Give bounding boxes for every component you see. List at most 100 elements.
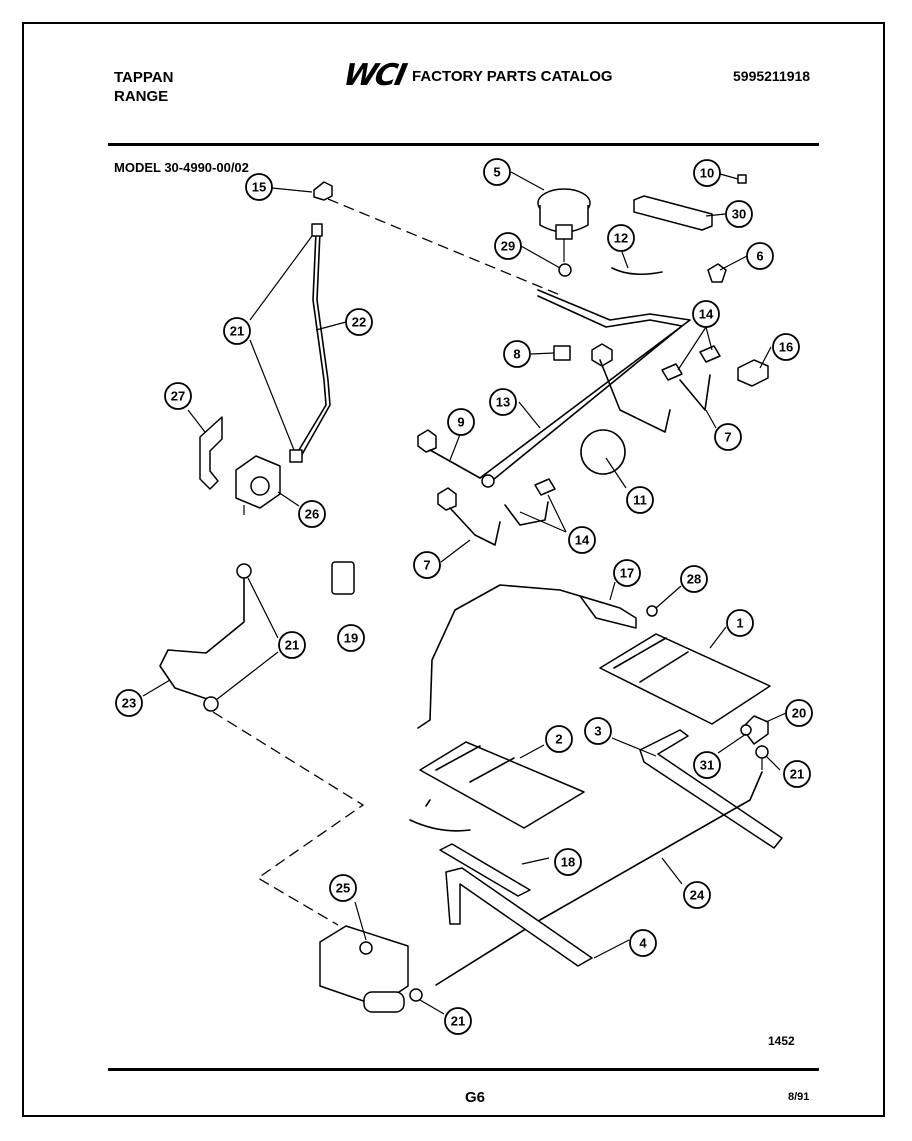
callout: 21 xyxy=(223,317,251,345)
callout: 24 xyxy=(683,881,711,909)
svg-text:21: 21 xyxy=(790,767,804,782)
svg-text:17: 17 xyxy=(620,566,634,581)
callout: 22 xyxy=(345,308,373,336)
part-25-valve-assembly xyxy=(319,925,409,1007)
svg-text:1: 1 xyxy=(736,616,743,631)
svg-text:19: 19 xyxy=(344,631,358,646)
callout: 9 xyxy=(447,408,475,436)
svg-text:28: 28 xyxy=(687,572,701,587)
part-14-orifice xyxy=(661,363,683,381)
part-14-orifice xyxy=(534,478,556,496)
svg-text:7: 7 xyxy=(724,430,731,445)
svg-text:12: 12 xyxy=(614,231,628,246)
part-7-tube xyxy=(599,359,671,433)
callout: 30 xyxy=(725,200,753,228)
callout: 7 xyxy=(714,423,742,451)
callout: 12 xyxy=(607,224,635,252)
part-6-clip xyxy=(707,263,727,283)
assembly-line xyxy=(212,711,365,926)
callout: 7 xyxy=(413,551,441,579)
callout: 6 xyxy=(746,242,774,270)
callout: 18 xyxy=(554,848,582,876)
callout: 11 xyxy=(626,486,654,514)
part-24-tube xyxy=(435,771,763,986)
part-31-nut xyxy=(740,724,752,736)
part-22-tube xyxy=(295,231,327,456)
footer-rule xyxy=(108,1068,819,1071)
part-3-bracket xyxy=(639,729,783,849)
callout: 4 xyxy=(629,929,657,957)
part-10-screw xyxy=(737,174,747,184)
svg-text:14: 14 xyxy=(575,533,590,548)
svg-text:29: 29 xyxy=(501,239,515,254)
svg-text:13: 13 xyxy=(496,395,510,410)
callout: 26 xyxy=(298,500,326,528)
callout: 21 xyxy=(278,631,306,659)
part-2-burner xyxy=(419,741,585,829)
callout: 16 xyxy=(772,333,800,361)
callout: 1 xyxy=(726,609,754,637)
svg-text:9: 9 xyxy=(457,415,464,430)
part-21-fitting xyxy=(409,988,423,1002)
catalog-title: FACTORY PARTS CATALOG xyxy=(412,68,613,85)
part-28-nut xyxy=(646,605,658,617)
svg-text:4: 4 xyxy=(639,936,647,951)
part-17-thermocouple xyxy=(579,595,637,629)
leader-lines xyxy=(142,171,787,1015)
part-16-switch xyxy=(737,359,769,387)
svg-text:21: 21 xyxy=(451,1014,465,1029)
svg-text:27: 27 xyxy=(171,389,185,404)
callout: 14 xyxy=(568,526,596,554)
part-27-bracket xyxy=(199,416,223,490)
svg-text:2: 2 xyxy=(555,732,562,747)
callout: 31 xyxy=(693,751,721,779)
part-19-block xyxy=(331,561,355,595)
header-rule xyxy=(108,143,819,146)
svg-text:5: 5 xyxy=(493,165,500,180)
part-4-bracket xyxy=(445,867,593,967)
drawing-number: 1452 xyxy=(768,1034,795,1048)
date-code: 8/91 xyxy=(788,1091,810,1103)
part-17-lead xyxy=(417,584,611,729)
callout: 23 xyxy=(115,689,143,717)
callout: 25 xyxy=(329,874,357,902)
valve xyxy=(591,343,613,367)
svg-text:20: 20 xyxy=(792,706,806,721)
svg-text:14: 14 xyxy=(699,307,714,322)
part-30-bracket xyxy=(633,195,713,231)
callout: 8 xyxy=(503,340,531,368)
svg-text:15: 15 xyxy=(252,180,266,195)
svg-text:26: 26 xyxy=(305,507,319,522)
catalog-number: 5995211918 xyxy=(733,68,811,84)
svg-text:30: 30 xyxy=(732,207,746,222)
part-1-burner xyxy=(599,633,771,725)
svg-text:21: 21 xyxy=(230,324,244,339)
svg-text:10: 10 xyxy=(700,166,714,181)
page-number: G6 xyxy=(465,1089,486,1106)
svg-text:8: 8 xyxy=(513,347,520,362)
part-8-fitting xyxy=(553,345,571,361)
callout: 21 xyxy=(783,760,811,788)
part-15-clip xyxy=(313,181,333,201)
callout: 10 xyxy=(693,159,721,187)
part-29-nut xyxy=(558,263,572,277)
part-9-valve xyxy=(417,429,437,453)
svg-text:25: 25 xyxy=(336,881,350,896)
part-12-wire xyxy=(611,267,663,276)
product-type: RANGE xyxy=(114,88,169,105)
callout: 15 xyxy=(245,173,273,201)
callout: 28 xyxy=(680,565,708,593)
svg-text:16: 16 xyxy=(779,340,793,355)
svg-text:3: 3 xyxy=(594,724,601,739)
svg-text:23: 23 xyxy=(122,696,136,711)
part-21-fitting xyxy=(289,449,303,463)
callout: 5 xyxy=(483,158,511,186)
part-7-tube xyxy=(679,374,711,411)
part-20-elbow xyxy=(741,715,769,745)
svg-text:22: 22 xyxy=(352,315,366,330)
svg-text:31: 31 xyxy=(700,758,714,773)
callout: 14 xyxy=(692,300,720,328)
callout: 29 xyxy=(494,232,522,260)
svg-text:6: 6 xyxy=(756,249,763,264)
callout: 27 xyxy=(164,382,192,410)
